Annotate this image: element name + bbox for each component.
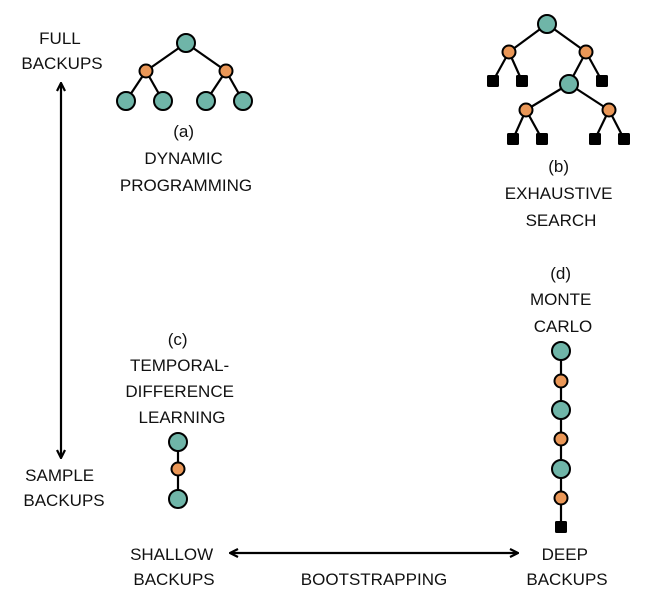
state-node [559,74,579,94]
action-node [170,461,186,477]
dp-label: (a) DYNAMIC PROGRAMMING [120,122,252,195]
state-node [551,341,571,361]
mc-label: (d) MONTE CARLO [530,264,596,336]
state-node [551,459,571,479]
action-node [501,44,517,60]
es-label: (b) EXHAUSTIVE SEARCH [505,157,617,230]
action-node [553,431,569,447]
full-backups-label: FULL BACKUPS [21,29,102,73]
sample-backups-label: SAMPLE BACKUPS [23,466,104,510]
terminal-node [555,521,567,533]
action-node [138,63,154,79]
terminal-node [589,133,601,145]
action-node [578,44,594,60]
action-node [553,490,569,506]
state-node [176,33,196,53]
terminal-node [507,133,519,145]
state-node [233,91,253,111]
shallow-backups-label: SHALLOW BACKUPS [130,545,218,589]
deep-backups-label: DEEP BACKUPS [526,545,607,589]
state-node [537,14,557,34]
terminal-node [618,133,630,145]
dp-backup-tree [116,33,253,111]
mc-backup-chain [551,341,571,533]
td-label: (c) TEMPORAL- DIFFERENCE LEARNING [125,330,238,427]
state-node [153,91,173,111]
td-backup-chain [168,432,188,509]
bootstrapping-label: BOOTSTRAPPING [301,570,447,589]
state-node [116,91,136,111]
terminal-node [516,75,528,87]
terminal-node [536,133,548,145]
action-node [218,63,234,79]
state-node [196,91,216,111]
state-node [168,489,188,509]
state-node [168,432,188,452]
action-node [518,102,534,118]
terminal-node [596,75,608,87]
terminal-node [487,75,499,87]
action-node [601,102,617,118]
es-backup-tree [487,14,630,145]
state-node [551,400,571,420]
action-node [553,373,569,389]
